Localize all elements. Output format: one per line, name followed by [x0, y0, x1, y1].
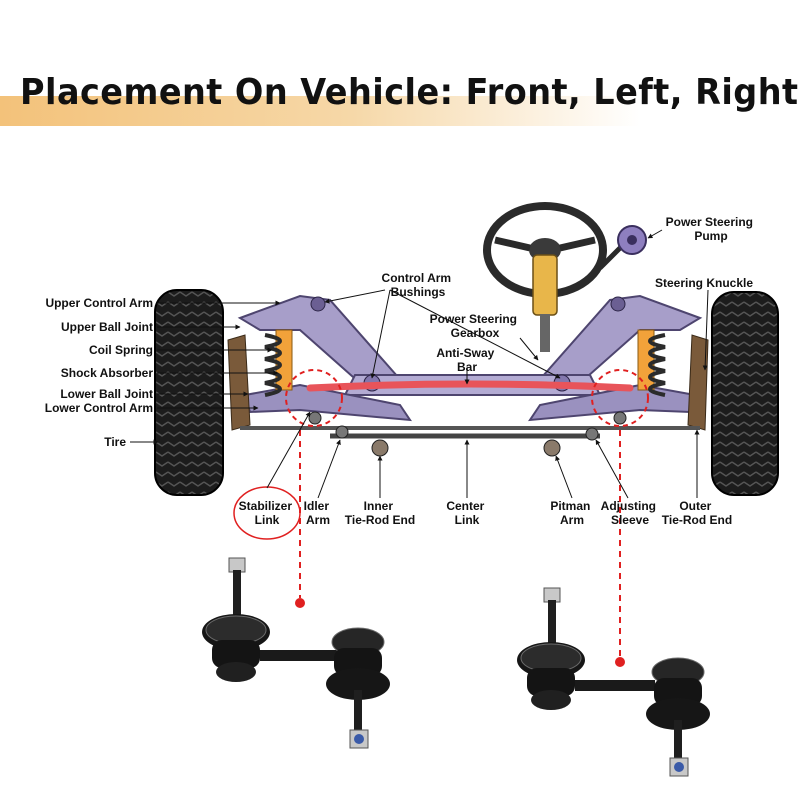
label-inner-tie-rod-end: Inner Tie-Rod End: [345, 499, 415, 527]
steering-knuckles: [227, 334, 709, 431]
label-power-steering-pump: Power Steering Pump: [666, 215, 757, 243]
label-outer-tie-rod-end: Outer Tie-Rod End: [662, 499, 732, 527]
leader-lines: [130, 229, 709, 499]
label-center-link: Center Link: [446, 499, 487, 527]
label-power-steering-gearbox: Power Steering Gearbox: [430, 312, 521, 340]
label-coil-spring: Coil Spring: [89, 343, 153, 357]
left-coil-spring: [264, 329, 293, 397]
stabilizer-link-left-product: [202, 557, 390, 749]
label-idler-arm: Idler Arm: [304, 499, 333, 527]
diagram-labels: Upper Control Arm Upper Ball Joint Coil …: [45, 215, 757, 527]
label-anti-sway-bar: Anti-Sway Bar: [436, 346, 497, 374]
steering-linkage: [240, 411, 700, 457]
right-tire: [711, 291, 779, 496]
label-lower-control-arm: Lower Control Arm: [45, 401, 153, 415]
label-lower-ball-joint: Lower Ball Joint: [60, 387, 153, 401]
page-title: Placement On Vehicle: Front, Left, Right: [20, 72, 799, 113]
label-shock-absorber: Shock Absorber: [61, 366, 154, 380]
label-tire: Tire: [104, 435, 126, 449]
label-pitman-arm: Pitman Arm: [550, 499, 593, 527]
right-coil-spring: [637, 329, 666, 397]
label-control-arm-bushings: Control Arm Bushings: [382, 271, 455, 299]
anti-sway-bar: [306, 380, 634, 392]
title-accent-bar: [0, 96, 640, 126]
steering-wheel: [483, 202, 607, 352]
label-adjusting-sleeve: Adjusting Sleeve: [601, 499, 660, 527]
label-steering-knuckle: Steering Knuckle: [655, 276, 753, 290]
label-upper-ball-joint: Upper Ball Joint: [61, 320, 153, 334]
power-steering-pump: [598, 225, 647, 270]
label-upper-control-arm: Upper Control Arm: [45, 296, 153, 310]
stabilizer-link-right-product: [517, 587, 710, 777]
left-tire: [154, 289, 224, 496]
label-stabilizer-link: Stabilizer Link: [239, 499, 296, 527]
